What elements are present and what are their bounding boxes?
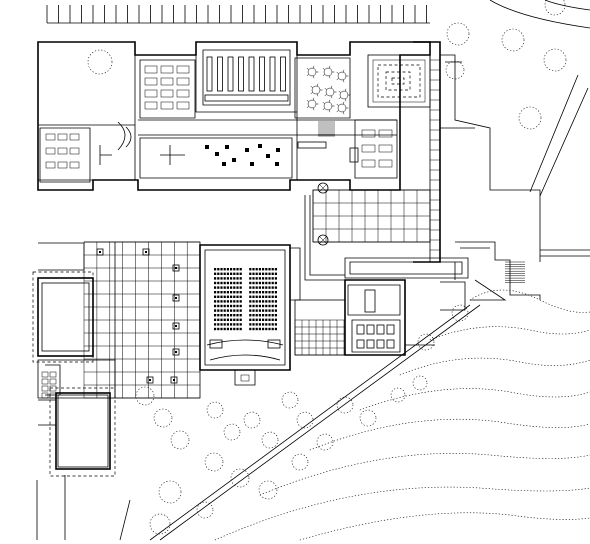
trees: [87, 0, 567, 535]
pool: [38, 387, 116, 477]
entry-bridge: [344, 241, 541, 311]
road-edge: [489, 0, 590, 29]
auditorium: [199, 244, 301, 386]
top-fence: [46, 5, 430, 24]
site-boundary: [36, 304, 481, 541]
east-corridor: [413, 41, 590, 263]
west-building: [32, 242, 116, 399]
contour-lines: [214, 289, 590, 541]
west-plaza-grid: [83, 241, 201, 399]
service-block: [294, 279, 435, 356]
central-plaza-grid: [304, 182, 431, 281]
north-wing: [37, 41, 431, 191]
pavilion-ne: [367, 54, 431, 108]
